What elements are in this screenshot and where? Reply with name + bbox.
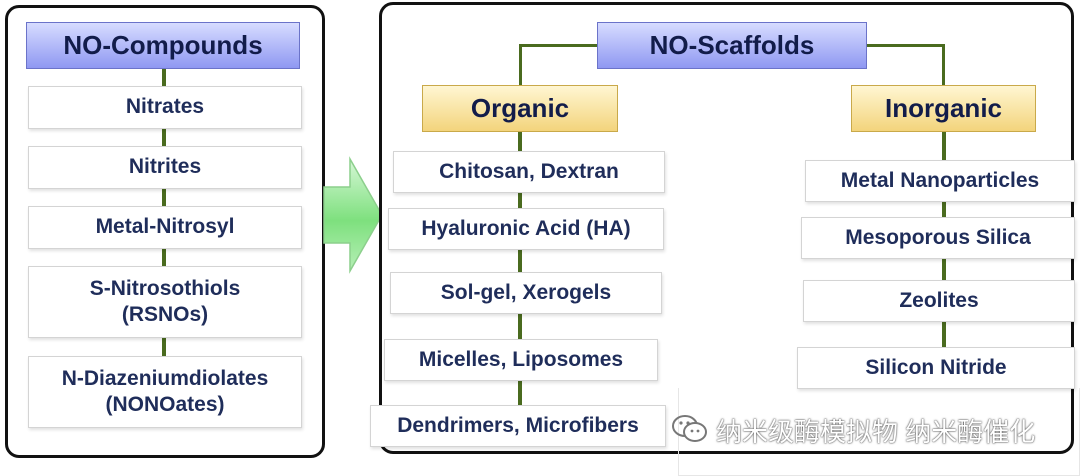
inorganic-item-silicon-nitride: Silicon Nitride xyxy=(797,347,1075,389)
watermark-text: 纳米级酶模拟物 纳米酶催化 xyxy=(716,417,1036,447)
scaffold-connector-right-v xyxy=(942,44,945,86)
wechat-icon xyxy=(672,415,707,442)
arrow-right-icon xyxy=(323,156,383,274)
compound-s-nitrosothiols: S-Nitrosothiols (RSNOs) xyxy=(28,266,302,338)
scaffold-connector-left-v xyxy=(519,44,522,86)
organic-title: Organic xyxy=(422,85,618,132)
compound-nitrates: Nitrates xyxy=(28,86,302,129)
scaffold-connector-left-h xyxy=(519,44,599,47)
compound-nitrites: Nitrites xyxy=(28,146,302,189)
organic-item-dendrimers: Dendrimers, Microfibers xyxy=(370,405,666,447)
inorganic-title: Inorganic xyxy=(851,85,1036,132)
organic-item-micelles: Micelles, Liposomes xyxy=(384,339,658,381)
inorganic-item-metal-nanoparticles: Metal Nanoparticles xyxy=(805,160,1075,202)
organic-item-chitosan: Chitosan, Dextran xyxy=(393,151,665,193)
compounds-title: NO-Compounds xyxy=(26,22,300,69)
scaffold-connector-right-h xyxy=(866,44,945,47)
organic-item-hyaluronic: Hyaluronic Acid (HA) xyxy=(388,208,664,250)
inorganic-item-zeolites: Zeolites xyxy=(803,280,1075,322)
scaffolds-title: NO-Scaffolds xyxy=(597,22,867,69)
compound-metal-nitrosyl: Metal-Nitrosyl xyxy=(28,206,302,249)
inorganic-item-mesoporous-silica: Mesoporous Silica xyxy=(801,217,1075,259)
organic-item-sol-gel: Sol-gel, Xerogels xyxy=(390,272,662,314)
compound-n-diazeniumdiolates: N-Diazeniumdiolates (NONOates) xyxy=(28,356,302,428)
